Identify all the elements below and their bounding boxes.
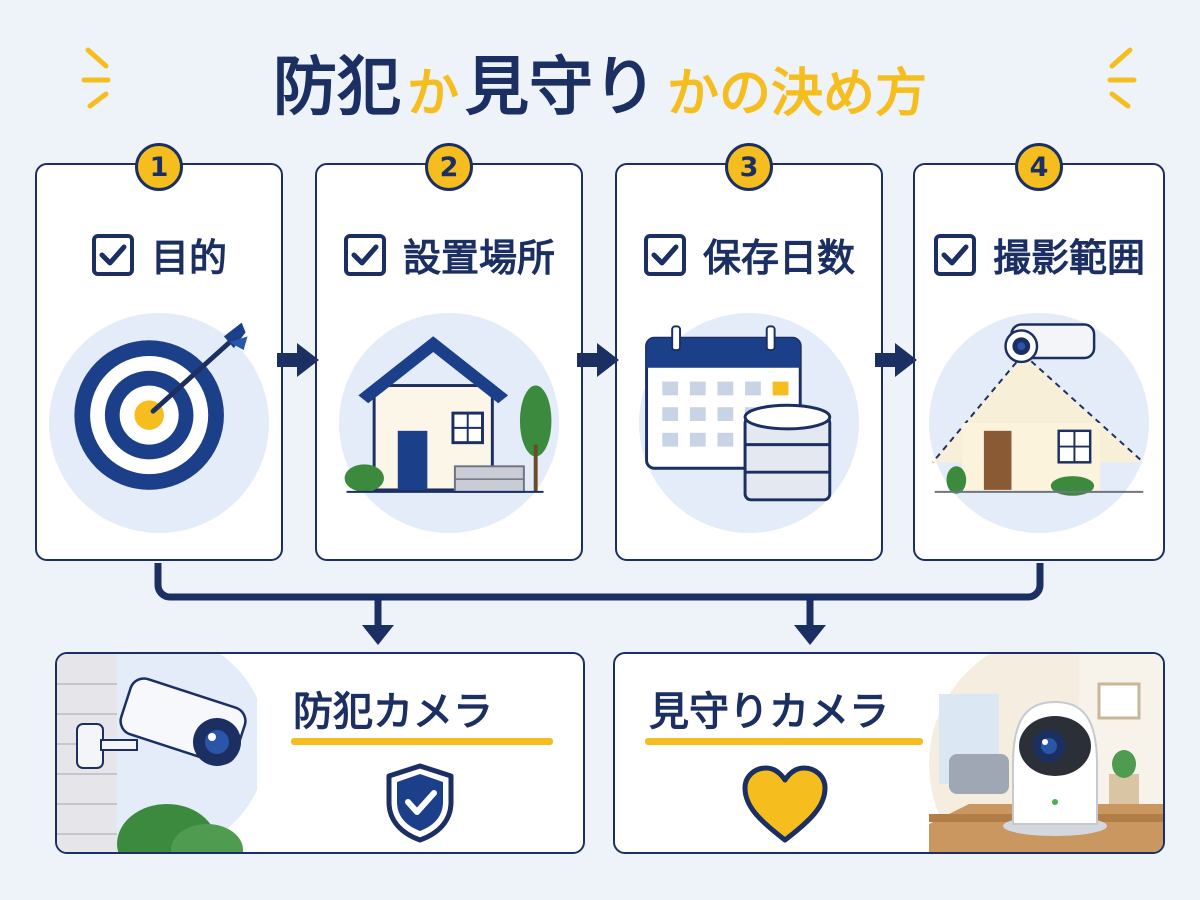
arrow-right-icon <box>277 343 319 377</box>
arrow-right-icon <box>577 343 619 377</box>
page-title: 防犯 か 見守り か の決め方 <box>0 20 1200 120</box>
step-number-badge: 1 <box>135 143 183 191</box>
step-label: 撮影範囲 <box>992 236 1145 280</box>
title-part-2: か <box>406 64 459 124</box>
title-part-3: 見守り <box>464 51 657 125</box>
result-card-monitoring-camera: 見守りカメラ <box>613 652 1165 854</box>
sparkle-right-icon <box>1107 47 1137 109</box>
step-card-purpose: 1 目的 <box>35 143 283 561</box>
sparkle-left-icon <box>81 47 111 109</box>
arrow-right-icon <box>875 343 917 377</box>
result-card-security-camera: 防犯カメラ <box>55 652 585 854</box>
target-icon <box>74 322 248 490</box>
checkbox-icon <box>643 233 686 276</box>
title-part-5: の決め方 <box>719 64 928 124</box>
checkbox-icon <box>343 233 386 276</box>
monitoring-camera-illustration <box>929 654 1163 852</box>
result-label: 防犯カメラ <box>293 689 493 735</box>
step-card-retention: 3 保存日数 <box>615 143 883 561</box>
title-part-4: か <box>666 64 719 124</box>
title-part-1: 防犯 <box>272 51 401 125</box>
security-camera-illustration <box>57 654 257 852</box>
result-label: 見守りカメラ <box>649 689 889 735</box>
step-label: 保存日数 <box>702 236 855 280</box>
house-icon <box>344 336 552 493</box>
step-number-badge: 2 <box>425 143 473 191</box>
camera-range-icon <box>931 323 1144 496</box>
calendar-storage-icon <box>645 325 832 502</box>
merge-connector <box>154 563 1044 645</box>
heart-icon <box>742 765 828 843</box>
checkbox-icon <box>91 233 134 276</box>
shield-check-icon <box>386 763 454 843</box>
step-card-location: 2 設置場所 <box>315 143 583 561</box>
step-label: 目的 <box>150 236 227 280</box>
step-label: 設置場所 <box>402 236 555 280</box>
checkbox-icon <box>933 233 976 276</box>
step-card-coverage: 4 撮影範囲 <box>913 143 1165 561</box>
step-number-badge: 3 <box>725 143 773 191</box>
step-number-badge: 4 <box>1015 143 1063 191</box>
